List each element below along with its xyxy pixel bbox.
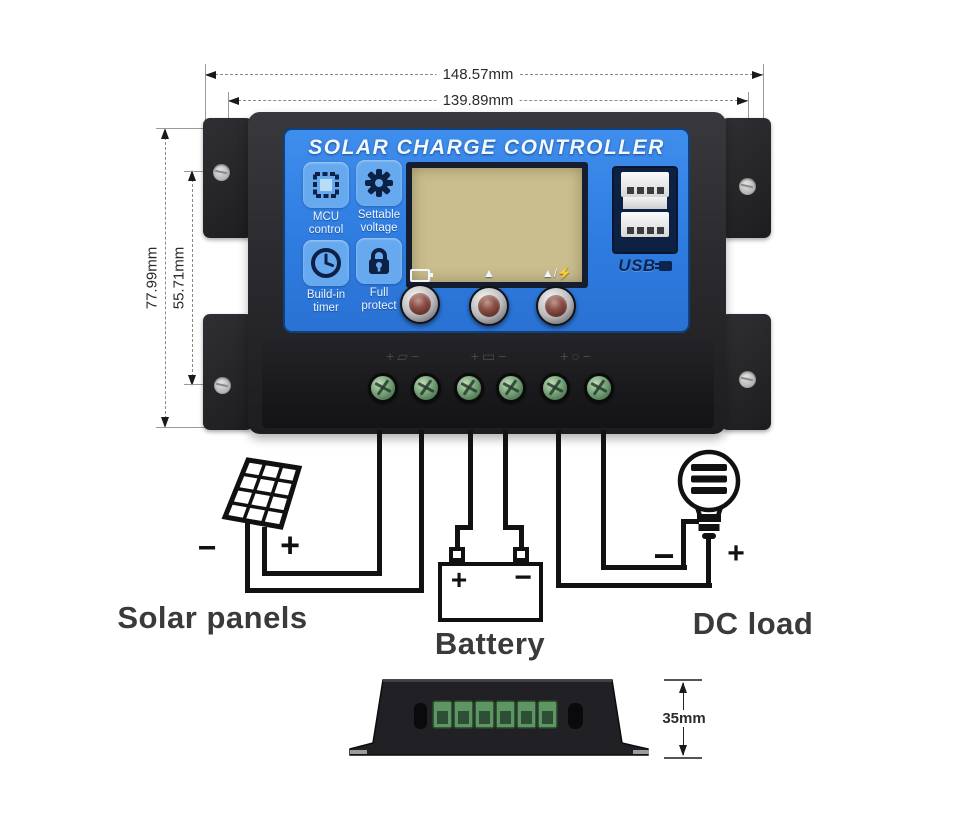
dc-load-plus-sign: + <box>727 537 745 570</box>
terminal-screw-2 <box>411 373 441 403</box>
up-arrow-label: ▲ <box>483 266 495 280</box>
wire-load-neg-v <box>601 430 606 570</box>
battery-box <box>438 562 543 622</box>
wire-load-neg-rise <box>681 519 686 570</box>
clock-icon <box>311 248 341 278</box>
wire-panel-neg-drop <box>245 521 250 591</box>
wire-load-pos-v <box>556 430 561 588</box>
battery-label: Battery <box>434 626 546 661</box>
battery-minus-sign: − <box>514 561 532 594</box>
solar-plus-sign: + <box>280 526 300 565</box>
dc-load-minus-sign: − <box>653 535 675 576</box>
screw-hole-bottom-right <box>739 371 756 388</box>
terminal-screw-1 <box>368 373 398 403</box>
wire-battery-neg-v <box>503 430 508 530</box>
wire-battery-neg-jog <box>503 525 524 530</box>
battery-select-button <box>400 284 440 324</box>
wire-load-pos-h <box>556 583 712 588</box>
wire-solar-pos-h <box>262 571 382 576</box>
feature-tile-settable-voltage <box>356 160 402 206</box>
battery-plus-sign: + <box>450 564 468 595</box>
terminal-screw-4 <box>496 373 526 403</box>
up-button <box>469 286 509 326</box>
wire-load-neg-h <box>601 565 687 570</box>
wire-solar-neg-v <box>419 430 424 593</box>
feature-tile-mcu <box>303 162 349 208</box>
padlock-icon <box>369 248 389 274</box>
battery-indicator-icon <box>410 269 433 282</box>
terminal-screw-5 <box>540 373 570 403</box>
wire-battery-pos-jog <box>455 525 473 530</box>
screw-hole-top-right <box>739 178 756 195</box>
screw-hole-bottom-left <box>214 377 231 394</box>
wire-solar-neg-h <box>245 588 424 593</box>
dim-height-inner-label: 55.71mm <box>168 244 190 312</box>
mcu-chip-icon <box>313 172 339 198</box>
dc-load-label: DC load <box>692 606 814 641</box>
battery-terminal-pos <box>449 547 465 562</box>
terminal-marking-solar: +▱− <box>385 348 423 364</box>
feature-tile-full-protect <box>356 238 402 284</box>
dim-width-outer-label: 148.57mm <box>436 66 520 83</box>
wire-load-neg-stub <box>681 519 699 524</box>
lcd-screen <box>406 162 588 288</box>
terminal-marking-load: +○− <box>560 348 594 364</box>
usb-port-top <box>621 172 669 197</box>
solar-minus-sign: − <box>197 529 217 566</box>
mounting-tab-bottom-left <box>203 314 253 430</box>
terminal-marking-battery: +▭− <box>470 348 510 364</box>
wire-panel-pos-drop <box>262 527 267 576</box>
wire-load-pos-rise <box>706 537 711 588</box>
terminal-screw-3 <box>454 373 484 403</box>
dim-depth-label: 35mm <box>656 710 712 727</box>
bottom-terminal-blocks <box>432 700 558 729</box>
wire-battery-pos-v <box>468 430 473 530</box>
dim-height-outer-label: 77.99mm <box>141 244 163 312</box>
terminal-screw-6 <box>584 373 614 403</box>
mode-label: ▲/⚡ <box>541 266 573 280</box>
mode-button <box>536 286 576 326</box>
dim-width-inner-label: 139.89mm <box>436 92 520 109</box>
wire-battery-pos-drop <box>455 525 460 549</box>
solar-panels-label: Solar panels <box>117 600 308 635</box>
gear-icon <box>365 169 393 197</box>
wire-battery-neg-drop <box>519 525 524 549</box>
terminal-block: +▱− +▭− +○− <box>262 338 714 428</box>
feature-tile-timer <box>303 240 349 286</box>
screw-hole-top-left <box>213 164 230 181</box>
solar-panel-icon <box>221 457 303 530</box>
usb-ports <box>612 166 678 254</box>
panel-title: SOLAR CHARGE CONTROLLER <box>308 136 665 159</box>
usb-tongue <box>623 197 667 209</box>
light-bulb-icon <box>677 449 741 539</box>
wire-solar-pos-v <box>377 430 382 576</box>
mounting-tab-top-left <box>203 118 253 238</box>
usb-plug-icon <box>654 261 672 271</box>
usb-port-bottom <box>621 212 669 237</box>
usb-logo: USB <box>612 254 678 278</box>
battery-terminal-neg <box>513 547 529 562</box>
